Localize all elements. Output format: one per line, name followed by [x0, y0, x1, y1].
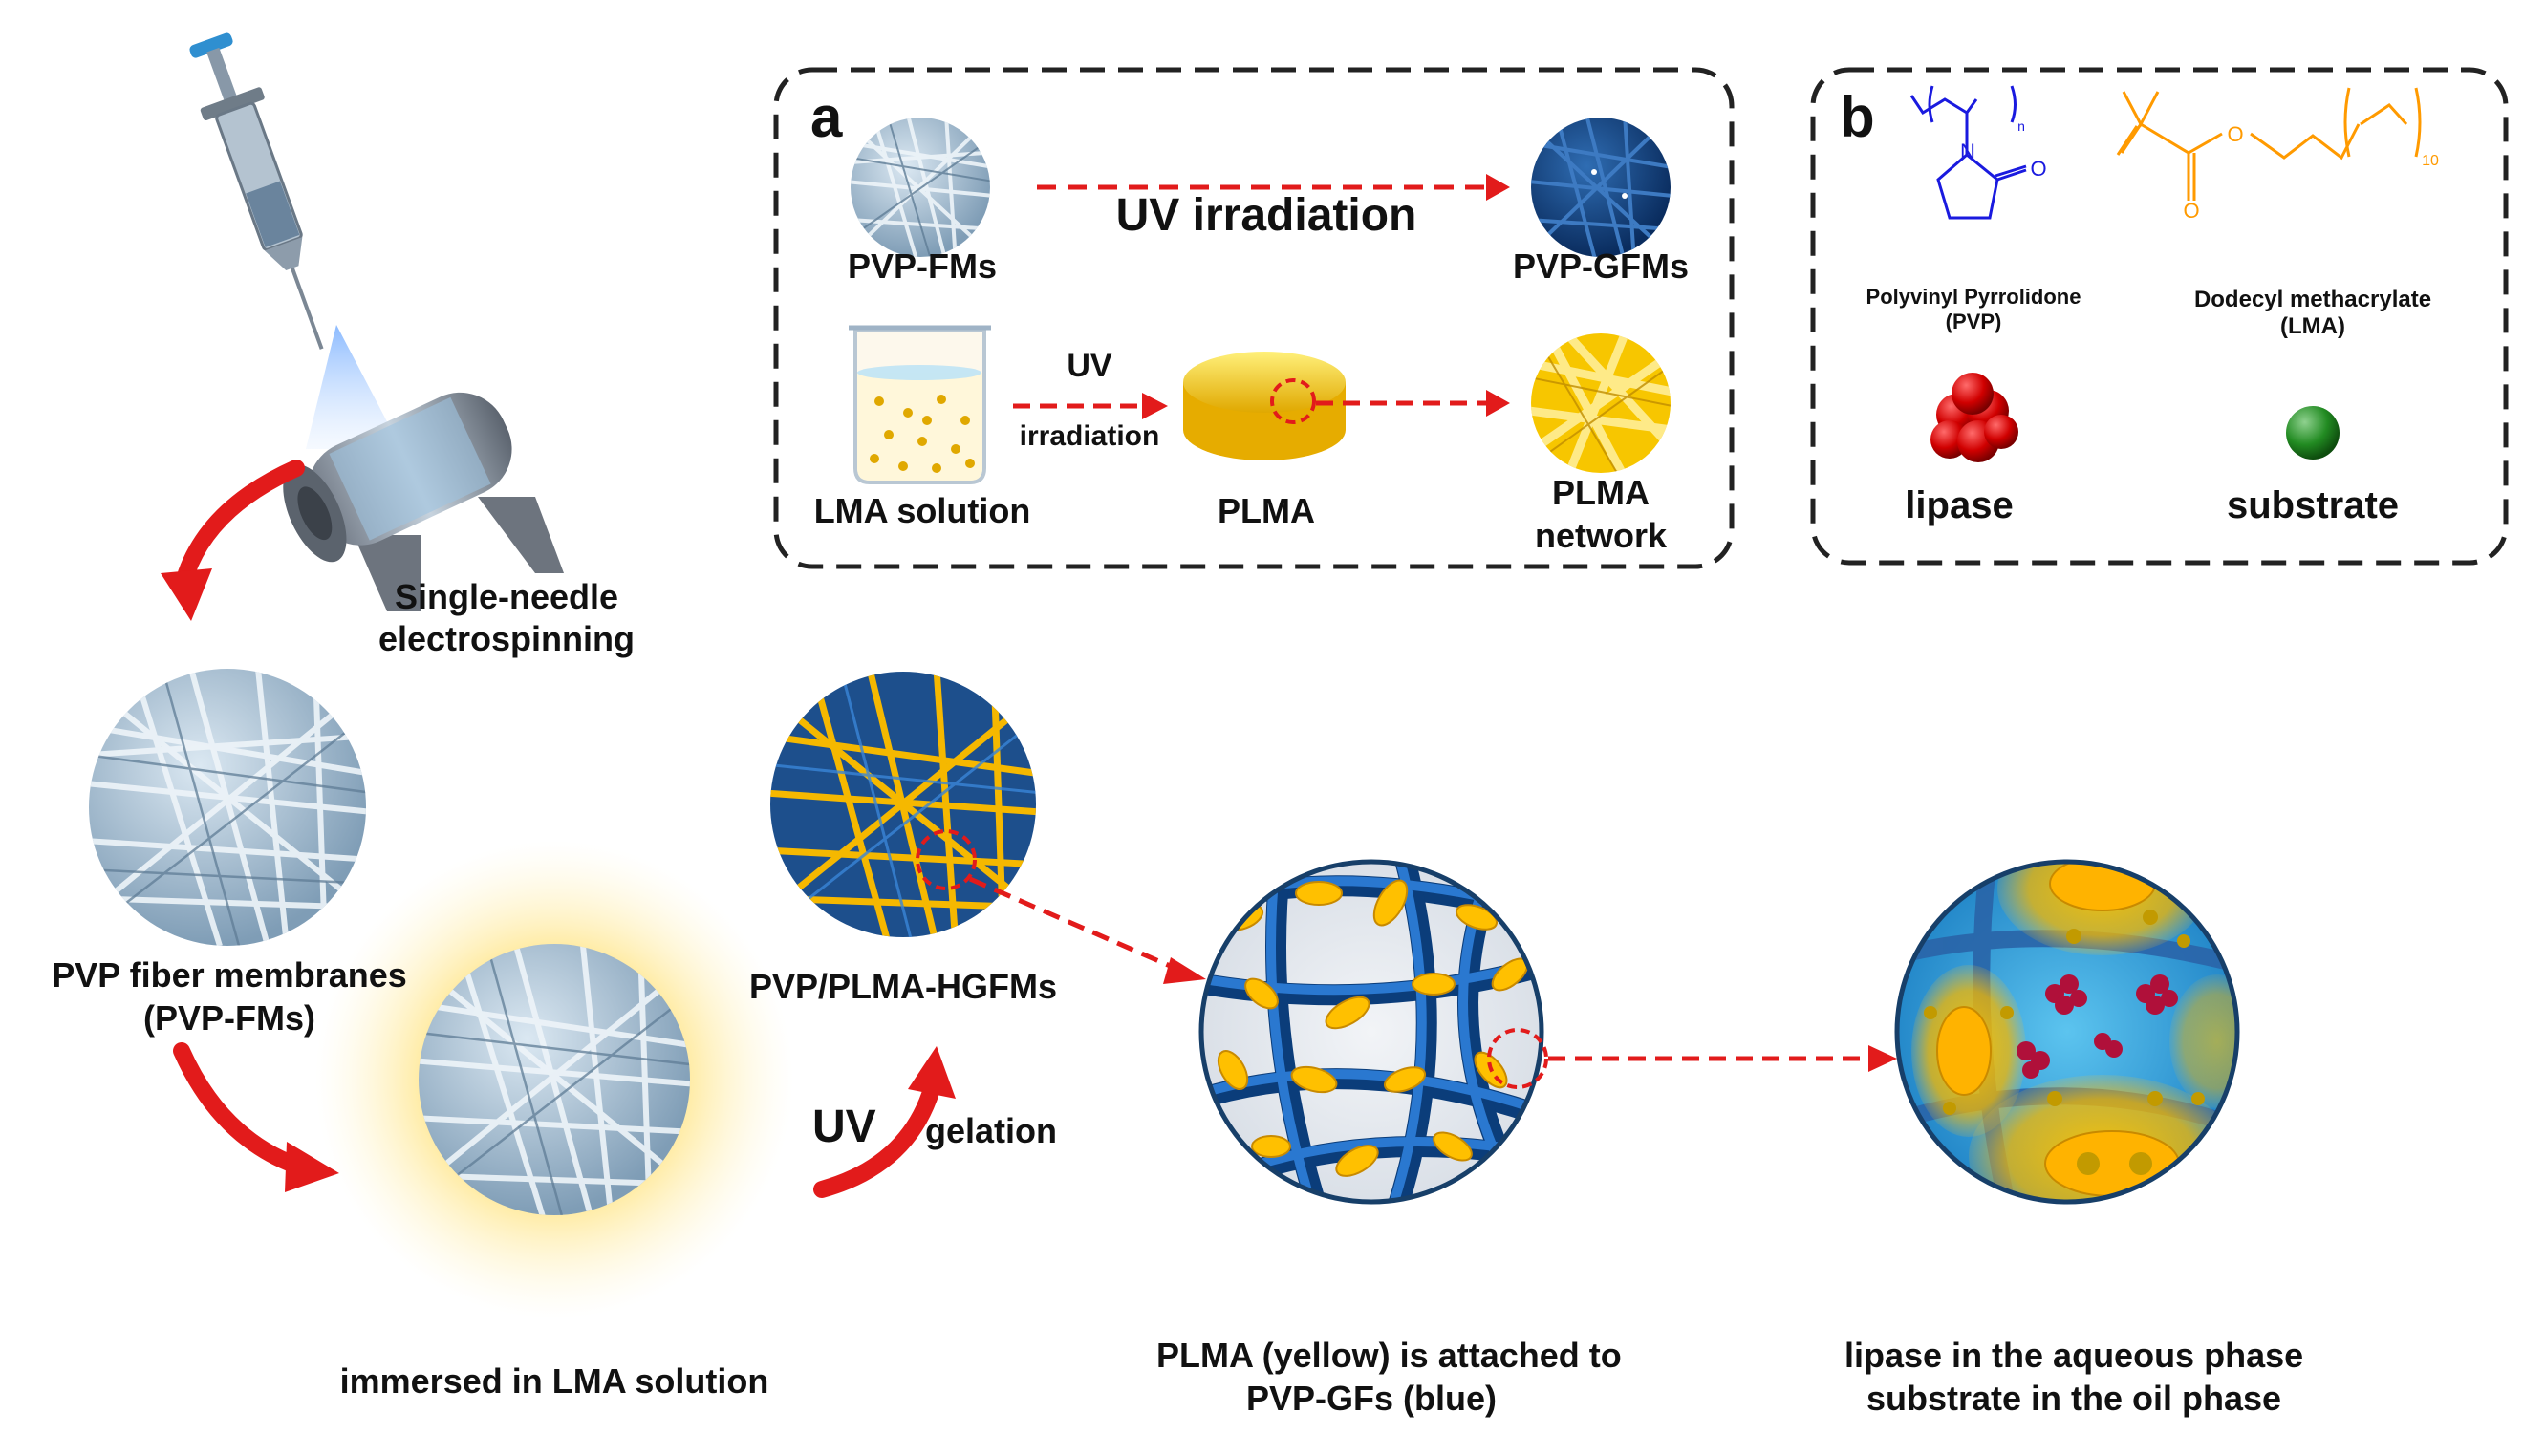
uv-gelation-label: gelation [925, 1111, 1058, 1150]
pvp-name-2: (PVP) [1945, 310, 2002, 333]
hgfms-sphere-icon [770, 672, 1036, 937]
plma-attached-label-1: PLMA (yellow) is attached to [1156, 1336, 1622, 1375]
syringe-icon [189, 32, 324, 350]
irradiation-label: irradiation [1019, 420, 1160, 452]
spray-cone [306, 325, 401, 449]
zoom-arrow-2-head [1868, 1045, 1897, 1072]
curved-arrow-1 [178, 460, 305, 582]
electrospinning-label-2: electrospinning [377, 619, 636, 658]
lipase-phase-label-1: lipase in the aqueous phase [1844, 1336, 2304, 1375]
hgfms-label: PVP/PLMA-HGFMs [748, 967, 1057, 1006]
lma-name-2: (LMA) [2280, 313, 2345, 339]
pvp-fiber-label-1: PVP fiber membranes [52, 955, 407, 995]
uv-gelation-uv: UV [812, 1102, 876, 1152]
lipase-phase-label-2: substrate in the oil phase [1866, 1379, 2282, 1418]
panel-b-letter: b [1840, 85, 1875, 149]
pvp-fm-sphere-icon [89, 669, 366, 946]
pvp-atom-n: N [1960, 139, 1975, 163]
curved-arrow-3-head [908, 1046, 956, 1099]
immersed-label: immersed in LMA solution [339, 1361, 769, 1401]
lma-atom-o-ester: O [2227, 122, 2244, 146]
lipase-molecule-icon [1930, 373, 2018, 462]
panel-a-frame [773, 67, 1735, 569]
beaker-icon [849, 325, 991, 484]
substrate-molecule-icon [2286, 406, 2340, 460]
pvp-name-1: Polyvinyl Pyrrolidone [1866, 285, 2081, 309]
pvp-fiber-label-2: (PVP-FMs) [143, 998, 315, 1038]
plma-network-sphere-icon [1531, 333, 1671, 473]
pvp-gfms-sphere-icon [1531, 118, 1671, 257]
lma-name-1: Dodecyl methacrylate [2193, 287, 2432, 312]
zoom-arrow-1-head [1163, 957, 1206, 984]
lipase-label: lipase [1905, 484, 2014, 526]
uv-arrow-top-head [1486, 174, 1510, 201]
lma-solution-label: LMA solution [813, 491, 1031, 530]
lma-subscript-10: 10 [2422, 153, 2439, 169]
curved-arrow-2-head [285, 1142, 339, 1192]
lipase-substrate-closeup [1894, 859, 2240, 1205]
pvp-subscript-n: n [2017, 118, 2025, 134]
pvp-gfms-label: PVP-GFMs [1512, 246, 1690, 286]
pvp-structure [1909, 85, 2027, 220]
curved-arrow-2 [173, 1042, 305, 1174]
pvp-fms-sphere-icon [851, 118, 990, 257]
lma-atom-o-carbonyl: O [2183, 199, 2200, 223]
panel-a-letter: a [810, 85, 843, 149]
roller-collector-icon [283, 392, 564, 611]
plma-label: PLMA [1218, 491, 1315, 530]
uv-irradiation-label: UV irradiation [1115, 190, 1417, 241]
plma-network-label-2: network [1534, 516, 1668, 555]
substrate-label: substrate [2226, 484, 2400, 526]
plma-network-label-1: PLMA [1552, 473, 1650, 512]
panel-b-frame [1810, 67, 2509, 566]
plma-attached-label-2: PVP-GFs (blue) [1245, 1379, 1498, 1418]
electrospinning-label-1: Single-needle [394, 577, 619, 616]
plma-disk-icon [1183, 352, 1346, 460]
pvp-fms-label: PVP-FMs [847, 246, 998, 286]
curved-arrow-3 [813, 1081, 940, 1198]
curved-arrow-1-head [161, 568, 212, 621]
zoom-arrow-1 [969, 876, 1184, 974]
pvp-gf-plma-closeup [1198, 859, 1548, 1205]
pvp-atom-o: O [2030, 157, 2047, 181]
uv-short-label: UV [1067, 348, 1112, 384]
plma-network-arrow-head [1486, 390, 1510, 417]
immersed-sphere-icon [419, 944, 690, 1215]
lma-structure [2116, 87, 2422, 201]
uv-arrow-bottom-head [1142, 393, 1168, 419]
